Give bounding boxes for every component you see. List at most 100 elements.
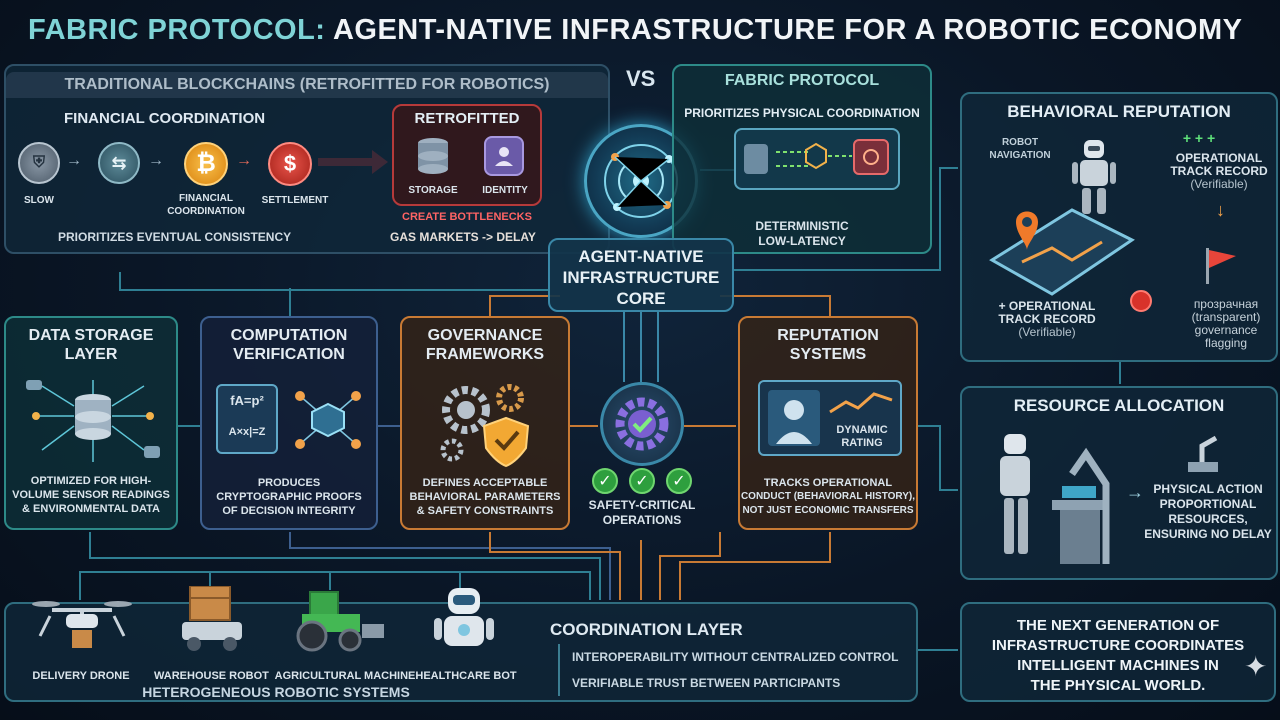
robot-figure-icon bbox=[1066, 136, 1122, 223]
financial-coordination-heading: FINANCIAL COORDINATION bbox=[64, 110, 265, 127]
flow-arrow-icon: → bbox=[148, 152, 164, 170]
governance-text-2: BEHAVIORAL PARAMETERS bbox=[402, 490, 568, 504]
coordination-header: COORDINATION LAYER bbox=[550, 620, 743, 640]
fabric-subheader: PRIORITIZES PHYSICAL COORDINATION bbox=[674, 106, 930, 120]
coordination-bullet-2: VERIFIABLE TRUST BETWEEN PARTICIPANTS bbox=[572, 676, 840, 690]
database-icon bbox=[414, 136, 452, 176]
title-rest: AGENT-NATIVE INFRASTRUCTURE FOR A ROBOTI… bbox=[333, 14, 1243, 46]
reputation-text-2: CONDUCT (BEHAVIORAL HISTORY), bbox=[740, 490, 916, 504]
warehouse-robot-icon bbox=[178, 586, 248, 657]
formula-line-2: A×x|=Z bbox=[218, 426, 276, 439]
reputation-header-2: SYSTEMS bbox=[740, 345, 916, 364]
flow-arrow-icon: → bbox=[236, 152, 252, 170]
storage-header-2: LAYER bbox=[6, 345, 176, 364]
nextgen-line-3: INTELLIGENT MACHINES IN bbox=[962, 656, 1274, 676]
fabric-header: FABRIC PROTOCOL bbox=[674, 72, 930, 90]
storage-header-1: DATA STORAGE bbox=[6, 326, 176, 345]
dollar-icon: $ bbox=[268, 142, 312, 186]
sparkle-icon: ✦ bbox=[1244, 650, 1267, 683]
formula-line-1: fA=p² bbox=[218, 394, 276, 407]
governance-text-1: DEFINES ACCEPTABLE bbox=[402, 476, 568, 490]
crypto-cube-icon bbox=[288, 382, 368, 463]
nav-line-2: NAVIGATION bbox=[980, 149, 1060, 162]
safety-line-2: OPERATIONS bbox=[580, 513, 704, 528]
nextgen-line-4: THE PHYSICAL WORLD. bbox=[962, 676, 1274, 696]
robot-navigation-label: ROBOT NAVIGATION bbox=[980, 136, 1060, 162]
track-left-label: + OPERATIONAL TRACK RECORD (Verifiable) bbox=[972, 300, 1122, 339]
bitcoin-icon: ₿ bbox=[184, 142, 228, 186]
red-flag-icon bbox=[1202, 246, 1238, 291]
governance-text: DEFINES ACCEPTABLE BEHAVIORAL PARAMETERS… bbox=[402, 476, 568, 518]
flagging-label: прозрачная (transparent) governance flag… bbox=[1174, 298, 1278, 350]
storage-text-3: & ENVIRONMENTAL DATA bbox=[6, 502, 176, 516]
governance-header-1: GOVERNANCE bbox=[402, 326, 568, 345]
sensor-database-icon bbox=[22, 376, 164, 473]
flow-slow-label: SLOW bbox=[18, 194, 60, 207]
retrofitted-header: RETROFITTED bbox=[394, 110, 540, 127]
flow-arrow-icon: → bbox=[66, 152, 82, 170]
data-storage-layer-panel: DATA STORAGE LAYER OPTIMIZED FOR HIGH- V… bbox=[4, 316, 178, 530]
fabric-pipeline-box bbox=[734, 128, 900, 190]
governance-header-2: FRAMEWORKS bbox=[402, 345, 568, 364]
gas-markets-label: GAS MARKETS -> DELAY bbox=[390, 230, 536, 244]
healthcare-bot-icon bbox=[434, 586, 494, 661]
track-left-line-3: (Verifiable) bbox=[972, 326, 1122, 339]
retrofitted-box: RETROFITTED STORAGE IDENTITY bbox=[392, 104, 542, 206]
compute-text-1: PRODUCES bbox=[202, 476, 376, 490]
compute-text: PRODUCES CRYPTOGRAPHIC PROOFS OF DECISIO… bbox=[202, 476, 376, 518]
check-icon: ✓ bbox=[592, 468, 618, 494]
resource-line-3: RESOURCES, bbox=[1138, 512, 1278, 527]
compute-header-1: COMPUTATION bbox=[202, 326, 376, 345]
rating-label: DYNAMIC RATING bbox=[822, 424, 902, 450]
compute-text-3: OF DECISION INTEGRITY bbox=[202, 504, 376, 518]
core-line-1: AGENT-NATIVE bbox=[550, 246, 732, 267]
flow-settlement-label: SETTLEMENT bbox=[260, 194, 330, 207]
exchange-icon: ⇆ bbox=[98, 142, 140, 184]
safety-label: SAFETY-CRITICAL OPERATIONS bbox=[580, 498, 704, 528]
fabric-pipeline-icon bbox=[736, 130, 898, 188]
resource-text: PHYSICAL ACTION PROPORTIONAL RESOURCES, … bbox=[1138, 482, 1278, 542]
eventual-consistency-label: PRIORITIZES EVENTUAL CONSISTENCY bbox=[58, 230, 291, 244]
compute-header-2: VERIFICATION bbox=[202, 345, 376, 364]
compute-text-2: CRYPTOGRAPHIC PROOFS bbox=[202, 490, 376, 504]
robot-label-drone: DELIVERY DRONE bbox=[26, 670, 136, 683]
traditional-blockchains-panel: TRADITIONAL BLOCKCHAINS (RETROFITTED FOR… bbox=[4, 64, 610, 254]
resource-line-2: PROPORTIONAL bbox=[1138, 497, 1278, 512]
fabric-protocol-panel: FABRIC PROTOCOL PRIORITIZES PHYSICAL COO… bbox=[672, 64, 932, 254]
heterogeneous-label: HETEROGENEOUS ROBOTIC SYSTEMS bbox=[126, 686, 426, 699]
core-line-2: INFRASTRUCTURE bbox=[550, 267, 732, 288]
formula-board: fA=p² A×x|=Z bbox=[216, 384, 278, 454]
core-line-3: CORE bbox=[550, 288, 732, 309]
governance-text-3: & SAFETY CONSTRAINTS bbox=[402, 504, 568, 518]
governance-frameworks-panel: GOVERNANCE FRAMEWORKS DEFINES ACCEPTABLE… bbox=[400, 316, 570, 530]
storage-header: DATA STORAGE LAYER bbox=[6, 326, 176, 364]
trend-chart-icon bbox=[828, 388, 896, 423]
resource-header: RESOURCE ALLOCATION bbox=[962, 396, 1276, 416]
gears-shield-icon bbox=[436, 378, 540, 473]
next-generation-panel: THE NEXT GENERATION OF INFRASTRUCTURE CO… bbox=[960, 602, 1276, 702]
reputation-header-1: REPUTATION bbox=[740, 326, 916, 345]
resource-line-4: ENSURING NO DELAY bbox=[1138, 527, 1278, 542]
reputation-text-1: TRACKS OPERATIONAL bbox=[740, 476, 916, 490]
track-right-label: OPERATIONAL TRACK RECORD (Verifiable) bbox=[1158, 152, 1280, 191]
drone-icon bbox=[32, 590, 132, 659]
coordination-bullet-1: INTEROPERABILITY WITHOUT CENTRALIZED CON… bbox=[572, 650, 898, 664]
nextgen-line-1: THE NEXT GENERATION OF bbox=[962, 616, 1274, 636]
governance-header: GOVERNANCE FRAMEWORKS bbox=[402, 326, 568, 364]
storage-text-1: OPTIMIZED FOR HIGH- bbox=[6, 474, 176, 488]
behavioral-reputation-panel: BEHAVIORAL REPUTATION ROBOT NAVIGATION +… bbox=[960, 92, 1278, 362]
nextgen-line-2: INFRASTRUCTURE COORDINATES bbox=[962, 636, 1274, 656]
block-icon bbox=[1130, 290, 1152, 312]
safety-gear-icon bbox=[600, 382, 684, 466]
compute-header: COMPUTATION VERIFICATION bbox=[202, 326, 376, 364]
robot-label-warehouse: WAREHOUSE ROBOT bbox=[154, 670, 268, 683]
reputation-header: REPUTATION SYSTEMS bbox=[740, 326, 916, 364]
traditional-header: TRADITIONAL BLOCKCHAINS (RETROFITTED FOR… bbox=[6, 72, 608, 98]
safety-line-1: SAFETY-CRITICAL bbox=[580, 498, 704, 513]
coordination-layer-panel: DELIVERY DRONE WAREHOUSE ROBOT AGRICULTU… bbox=[4, 602, 918, 702]
check-icon: ✓ bbox=[666, 468, 692, 494]
flag-line-4: flagging bbox=[1174, 337, 1278, 350]
tractor-icon bbox=[288, 588, 388, 657]
versus-label: VS bbox=[626, 66, 655, 92]
bottleneck-label: CREATE BOTTLENECKS bbox=[402, 211, 532, 223]
